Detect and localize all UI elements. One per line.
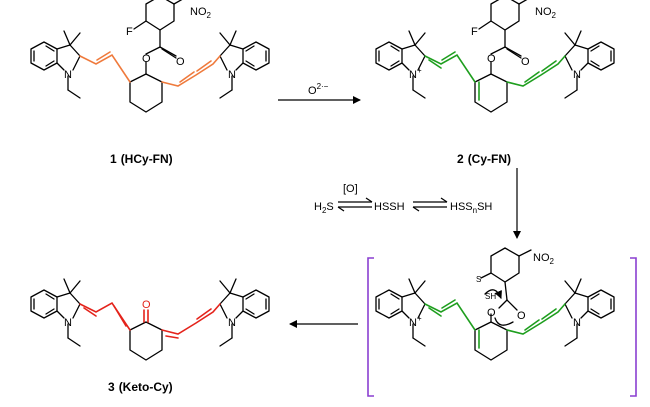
indoline-nitrogen-label: N (228, 69, 236, 81)
compound-2-structure: N+ N O O F NO2 2(Cy-FN) (375, 0, 615, 166)
compound-2-label: 2(Cy-FN) (457, 152, 511, 166)
hssh-label: HSSH (374, 201, 405, 213)
indoline-nitrogen-label: N (64, 317, 72, 329)
polymethine-chain-2-left (424, 53, 476, 83)
compound-3-structure: O N N 3(Keto-Cy) (30, 278, 270, 394)
polymethine-chain-2-right (506, 55, 566, 87)
h2s-label: H2S (314, 201, 334, 215)
polysulfide-equilibrium: H2S [O] HSSH HSSnSH (314, 183, 492, 215)
polymethine-chain-intermediate-right (506, 303, 566, 335)
intermediate-structure: N+ N O O S SH NO2 (375, 247, 615, 361)
conjugated-chain-3-right (161, 303, 221, 335)
indoline-nitrogen-label: N (573, 69, 581, 81)
oxidant-label: [O] (343, 183, 358, 195)
polymethine-chain-1-left (79, 53, 131, 83)
thiolate-sulfur-label: S (476, 275, 481, 284)
ketone-oxygen-label: O (142, 299, 151, 311)
ester-oxygen-label: O (142, 53, 151, 65)
fluoro-label: F (471, 26, 478, 38)
indoline-nitrogen-label: N (573, 317, 581, 329)
nitro-label: NO2 (190, 6, 212, 20)
carbonyl-oxygen-label: O (176, 56, 185, 68)
indoline-nitrogen-label: N (228, 317, 236, 329)
carbonyl-oxygen-label: O (521, 56, 530, 68)
polysulfide-label: HSSnSH (450, 201, 492, 215)
thiol-label: SH (485, 292, 496, 301)
indolium-nitrogen-label: N+ (409, 66, 422, 81)
polymethine-chain-intermediate-left (424, 301, 476, 331)
ester-oxygen-label: O (487, 53, 496, 65)
nitro-label: NO2 (533, 252, 555, 266)
superoxide-reaction-arrow: O2·− (278, 82, 361, 104)
compound-3-label: 3(Keto-Cy) (108, 380, 173, 394)
indolium-nitrogen-label: N+ (409, 314, 422, 329)
compound-1-label: 1(HCy-FN) (110, 152, 173, 166)
superoxide-reagent: O2·− (308, 82, 329, 97)
carbonyl-oxygen-label: O (517, 310, 526, 322)
compound-1-structure: N N O O F NO2 1(HCy-FN) (30, 0, 270, 166)
fluoro-label: F (126, 26, 133, 38)
polymethine-chain-1-right (161, 55, 221, 87)
conjugated-chain-3-left (79, 301, 131, 331)
indoline-nitrogen-label: N (64, 69, 72, 81)
nitro-label: NO2 (535, 6, 557, 20)
left-bracket (367, 257, 374, 397)
right-bracket (630, 257, 637, 397)
ester-oxygen-label: O (487, 307, 496, 319)
